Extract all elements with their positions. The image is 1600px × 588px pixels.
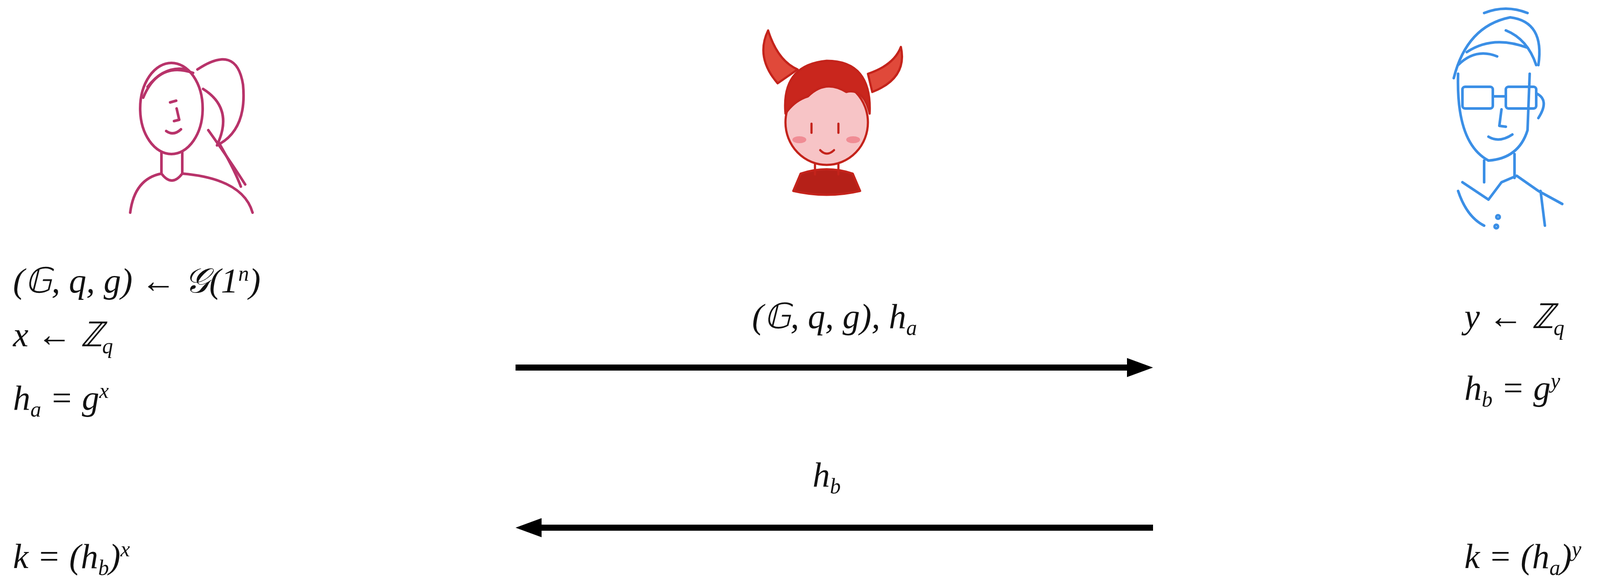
equation-text: hb = gy [1464, 367, 1561, 414]
message-label: hb [812, 453, 842, 501]
subscript: a [30, 397, 42, 422]
subscript: b [98, 555, 109, 580]
superscript: n [238, 261, 250, 286]
superscript: x [120, 537, 131, 562]
subscript: a [906, 315, 917, 340]
subscript: q [1553, 315, 1565, 340]
superscript: x [99, 378, 109, 403]
party-column: y ← ℤqhb = gyk = (ha)y [1156, 295, 1584, 578]
eve-figure [763, 30, 903, 195]
alice-figure [130, 59, 253, 213]
arrow-head [1126, 358, 1154, 378]
equation-text: k = (hb)x [13, 535, 131, 582]
superscript: y [1550, 368, 1561, 393]
equation-text: x ← ℤq [13, 313, 113, 361]
subscript: b [1481, 387, 1493, 412]
equation-text: k = (ha)y [1464, 535, 1582, 582]
bob-figure [1453, 8, 1563, 229]
message-arrow [515, 358, 1154, 378]
equation-text: y ← ℤq [1464, 295, 1564, 342]
message-label: (𝔾, q, g), ha [752, 295, 917, 342]
arrow-line [515, 364, 1132, 371]
superscript: y [1571, 537, 1582, 562]
subscript: b [830, 474, 842, 499]
subscript: a [1549, 555, 1561, 580]
message-arrow [515, 518, 1154, 538]
arrow-line [537, 524, 1154, 531]
equation-text: (𝔾, q, g) ← 𝒢(1n) [13, 259, 261, 307]
arrow-head [515, 518, 542, 538]
equation-text: ha = gx [13, 377, 109, 424]
subscript: q [102, 334, 114, 359]
party-column: (𝔾, q, g) ← 𝒢(1n)x ← ℤqha = gxk = (hb)x [13, 259, 513, 578]
